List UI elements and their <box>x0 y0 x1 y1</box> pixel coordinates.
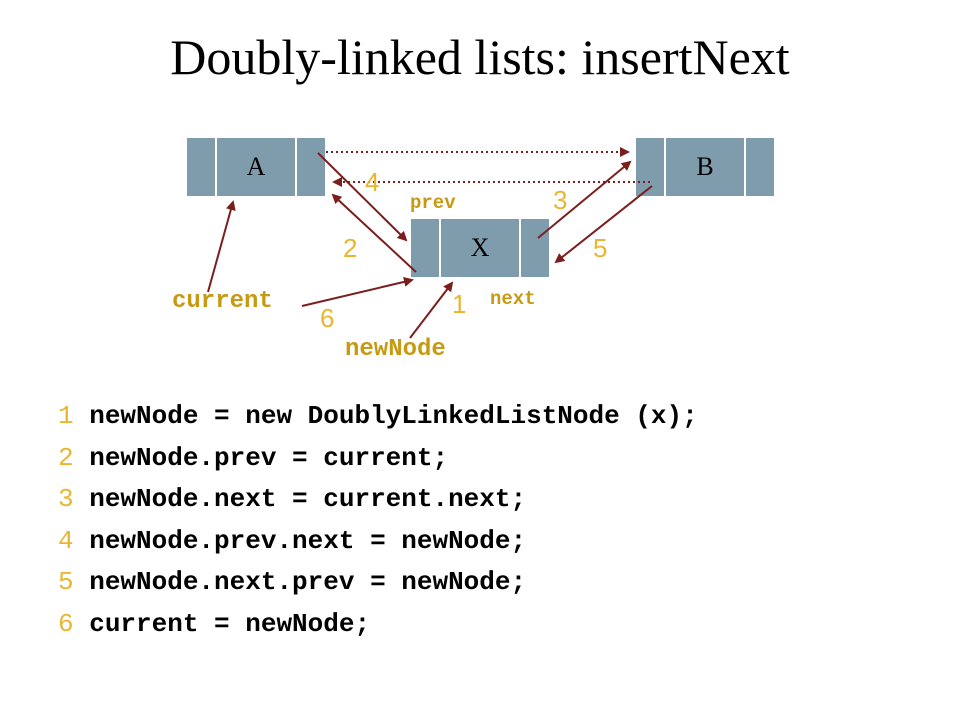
node-a-label: A <box>246 152 266 181</box>
current-variable-label: current <box>172 288 273 315</box>
code-line-number: 1 <box>58 401 74 431</box>
arrow-step-5 <box>554 185 653 264</box>
code-line: 3 newNode.next = current.next; <box>58 479 698 521</box>
node-a-prev-cell <box>185 136 217 198</box>
node-x-next-cell <box>519 217 551 279</box>
slide-title: Doubly-linked lists: insertNext <box>170 29 790 85</box>
code-listing: 1 newNode = new DoublyLinkedListNode (x)… <box>58 396 698 645</box>
code-line-text: current = newNode; <box>89 608 371 639</box>
node-a <box>185 136 327 198</box>
step-number-3: 3 <box>553 185 568 215</box>
arrow-step-2 <box>331 193 417 273</box>
arrow-step-6 <box>301 276 414 307</box>
arrow-step-4 <box>317 152 408 242</box>
code-line-number: 5 <box>58 567 74 597</box>
code-line: 4 newNode.prev.next = newNode; <box>58 521 698 563</box>
step-number-6: 6 <box>320 303 335 333</box>
code-line: 6 current = newNode; <box>58 604 698 646</box>
arrow-current-to-a <box>207 200 236 293</box>
node-b-data-cell <box>664 136 746 198</box>
next-field-label: next <box>490 288 536 310</box>
step-number-2: 2 <box>343 233 358 263</box>
node-b-next-cell <box>744 136 776 198</box>
code-line: 1 newNode = new DoublyLinkedListNode (x)… <box>58 396 698 438</box>
node-a-data-cell <box>215 136 297 198</box>
arrow-step-1 <box>409 281 454 339</box>
code-line-number: 3 <box>58 484 74 514</box>
code-line-text: newNode.prev = current; <box>89 442 449 473</box>
code-line-text: newNode.prev.next = newNode; <box>89 525 527 556</box>
code-line: 5 newNode.next.prev = newNode; <box>58 562 698 604</box>
code-line-number: 4 <box>58 525 74 556</box>
step-number-5: 5 <box>593 233 608 263</box>
step-number-1: 1 <box>452 289 467 319</box>
prev-field-label: prev <box>410 192 456 214</box>
node-x-data-cell <box>439 217 521 279</box>
node-x-label: X <box>470 233 490 262</box>
code-line: 2 newNode.prev = current; <box>58 438 698 480</box>
step-number-4: 4 <box>365 167 380 197</box>
code-line-text: newNode.next.prev = newNode; <box>89 567 527 597</box>
code-line-text: newNode = new DoublyLinkedListNode (x); <box>89 401 698 431</box>
node-x-prev-cell <box>409 217 441 279</box>
code-line-text: newNode.next = current.next; <box>89 484 527 514</box>
node-a-next-cell <box>295 136 327 198</box>
node-b <box>634 136 776 198</box>
code-line-number: 6 <box>58 608 74 639</box>
node-x <box>409 217 551 279</box>
code-line-number: 2 <box>58 442 74 473</box>
arrow-step-3 <box>537 160 632 239</box>
newnode-variable-label: newNode <box>345 336 446 363</box>
node-b-label: B <box>696 152 714 181</box>
